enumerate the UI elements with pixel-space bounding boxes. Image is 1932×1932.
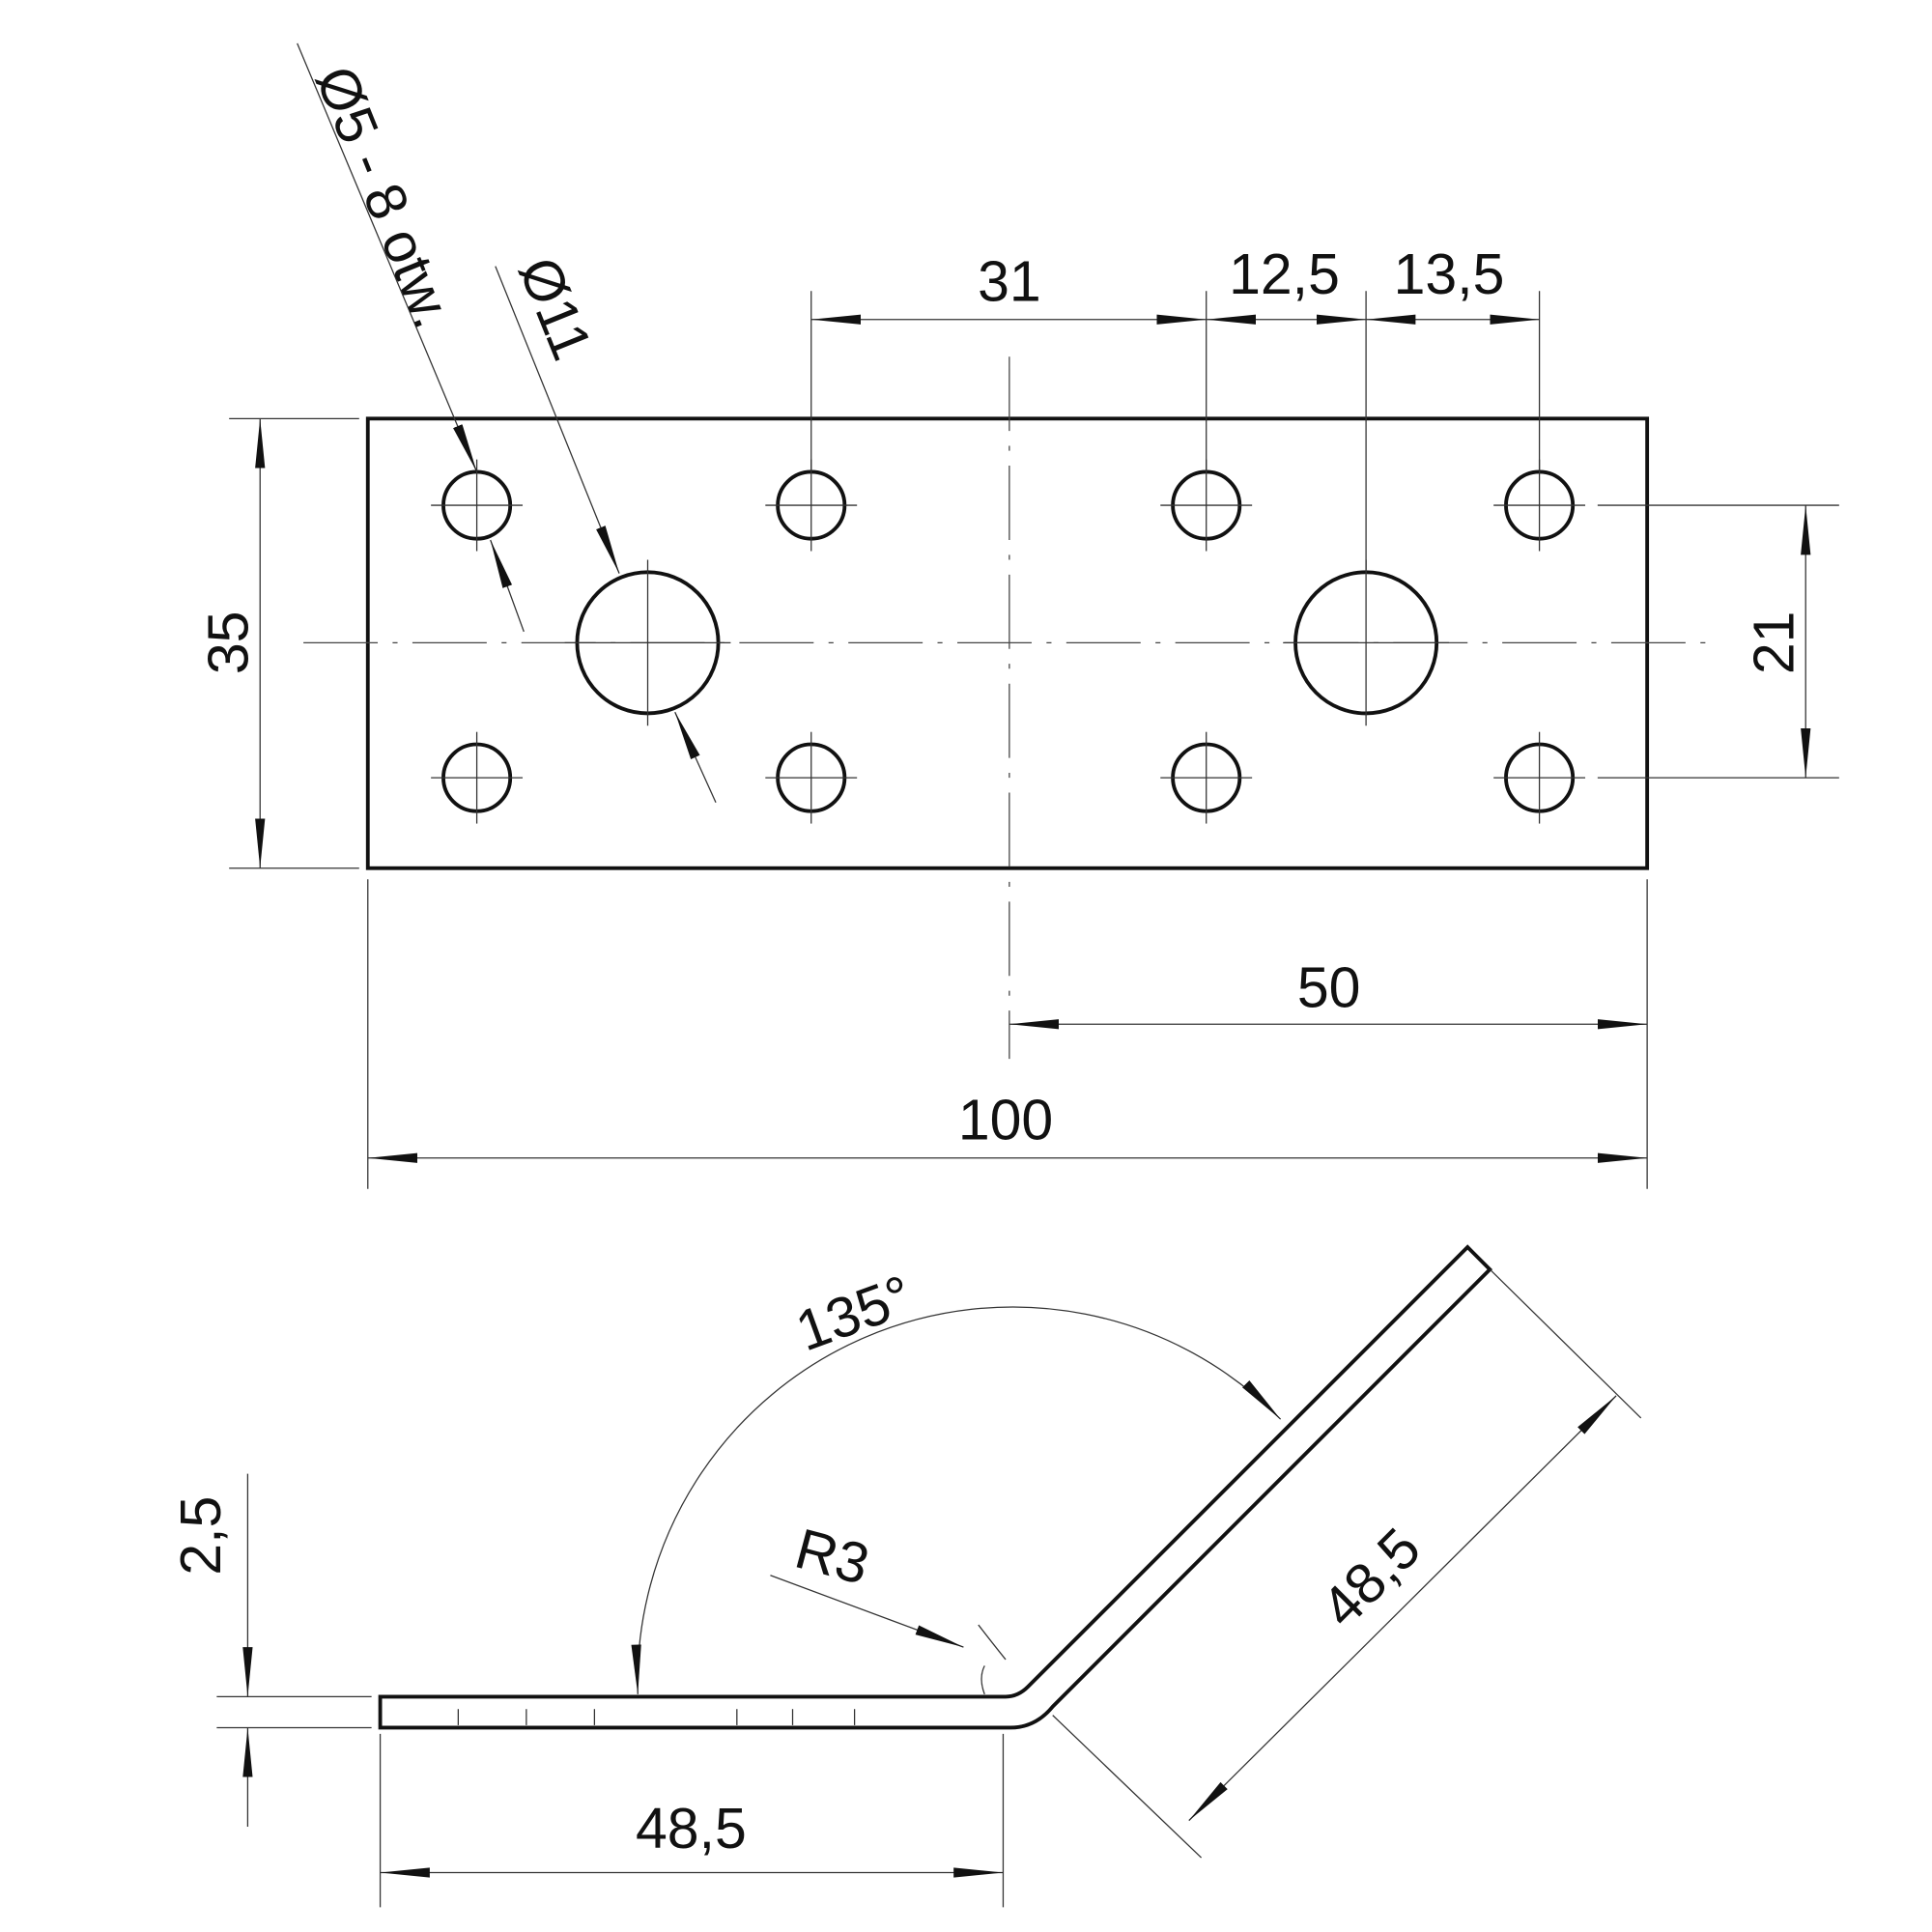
dim-31-label: 31 [978,251,1041,314]
dim-13-5-label: 13,5 [1394,243,1505,306]
dim-12-5-label: 12,5 [1229,243,1340,306]
large-hole-note: Ø11 [506,249,603,369]
small-holes-note: Ø5 - 8 otw. [303,58,465,337]
side-view: 135° R3 2,5 48,5 48,5 [170,1244,1642,1908]
dim-21-label: 21 [1743,611,1805,675]
radius-label: R3 [789,1518,876,1597]
dimension-lines [255,43,1811,1163]
extension-lines [229,291,1839,1189]
horizontal-leg-label: 48,5 [636,1798,747,1861]
thickness-label: 2,5 [170,1496,233,1576]
dim-35-label: 35 [197,611,260,675]
dim-100-label: 100 [958,1089,1053,1151]
angled-leg-label: 48,5 [1310,1517,1433,1639]
dim-50-label: 50 [1297,956,1361,1019]
flange-ticks [457,1709,856,1725]
angle-arc [631,1306,1282,1694]
side-dimension-lines [216,1268,1642,1908]
bracket-profile [378,1244,1493,1730]
top-view: 31 12,5 13,5 35 21 50 100 Ø5 - 8 otw. Ø1… [197,43,1839,1189]
small-holes [431,459,1586,824]
large-holes [564,559,1450,726]
angle-label: 135° [788,1264,921,1363]
